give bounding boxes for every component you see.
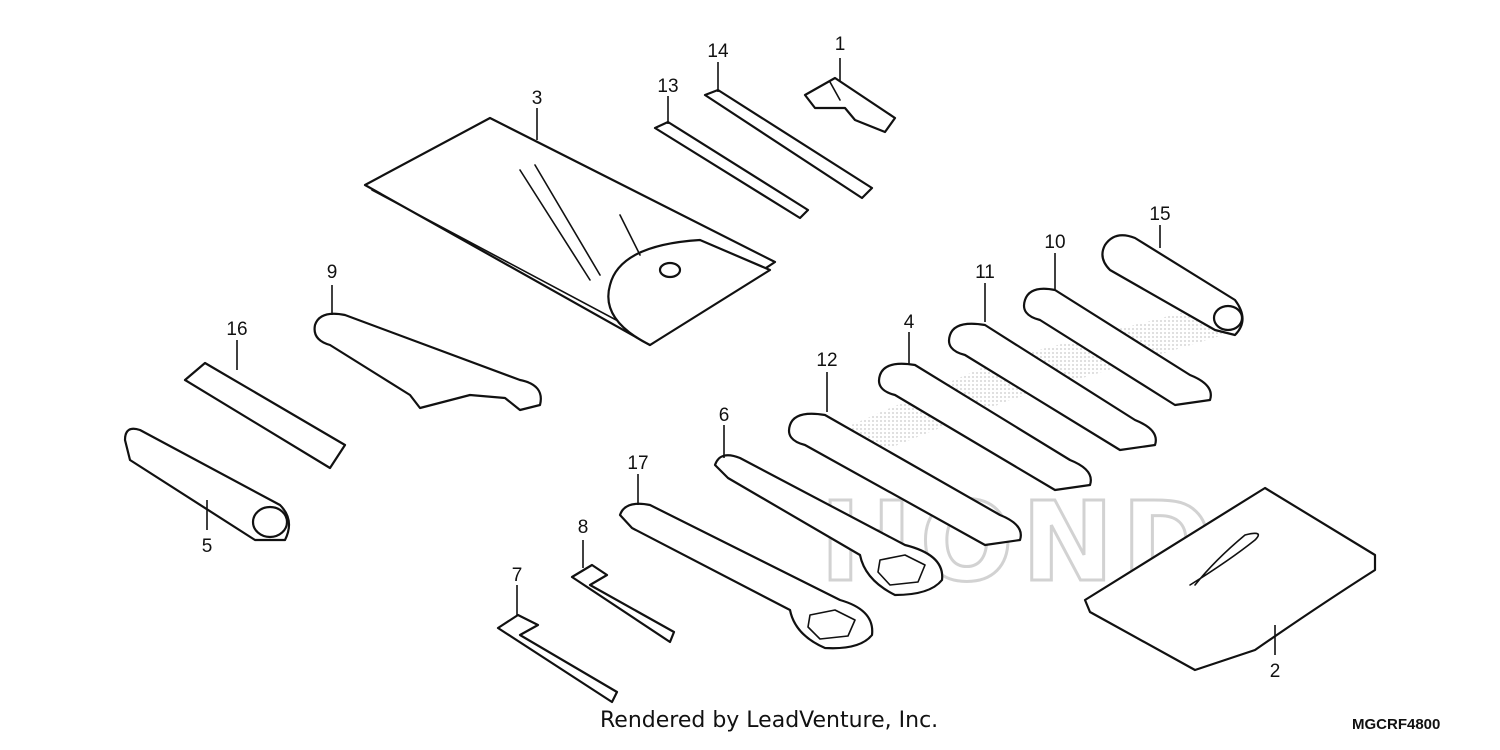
callout-6: 6 xyxy=(719,405,730,426)
callout-12: 12 xyxy=(816,350,837,371)
part-5-spark-plug-socket xyxy=(123,427,291,542)
part-15-screwdriver-handle xyxy=(1101,234,1244,337)
part-4-wrench xyxy=(877,362,1092,492)
callout-16: 16 xyxy=(226,319,247,340)
part-3-tool-bag xyxy=(363,116,777,347)
part-2-manual xyxy=(1083,486,1377,672)
part-13-screwdriver-blade xyxy=(653,120,810,220)
part-17-box-wrench xyxy=(618,502,874,650)
callout-2: 2 xyxy=(1270,661,1281,682)
part-1-fuse-puller xyxy=(803,76,897,134)
part-7-hex-key xyxy=(496,613,619,704)
part-16-handle xyxy=(183,361,347,470)
callout-15: 15 xyxy=(1149,204,1170,225)
callout-7: 7 xyxy=(512,565,523,586)
part-12-wrench xyxy=(787,412,1022,547)
callout-9: 9 xyxy=(327,262,338,283)
callout-13: 13 xyxy=(657,76,678,97)
callout-labels: 1 2 3 4 5 6 7 8 9 10 11 12 13 14 15 16 1… xyxy=(202,34,1281,682)
part-11-wrench xyxy=(947,322,1157,452)
callout-17: 17 xyxy=(627,453,648,474)
callout-8: 8 xyxy=(578,517,589,538)
part-6-box-wrench xyxy=(713,454,944,597)
part-10-wrench xyxy=(1022,287,1212,407)
render-credit: Rendered by LeadVenture, Inc. xyxy=(600,708,939,733)
callout-5: 5 xyxy=(202,536,213,557)
part-8-hex-key xyxy=(570,563,676,644)
leader-lines xyxy=(206,58,1276,655)
callout-14: 14 xyxy=(707,41,729,62)
diagram-code: MGCRF4800 xyxy=(1352,716,1441,733)
part-14-screwdriver-blade xyxy=(703,88,874,200)
callout-3: 3 xyxy=(532,88,543,109)
callout-10: 10 xyxy=(1044,232,1065,253)
callout-1: 1 xyxy=(835,34,846,55)
part-9-spanner xyxy=(313,312,542,412)
callout-11: 11 xyxy=(975,262,995,283)
callout-4: 4 xyxy=(904,312,915,333)
